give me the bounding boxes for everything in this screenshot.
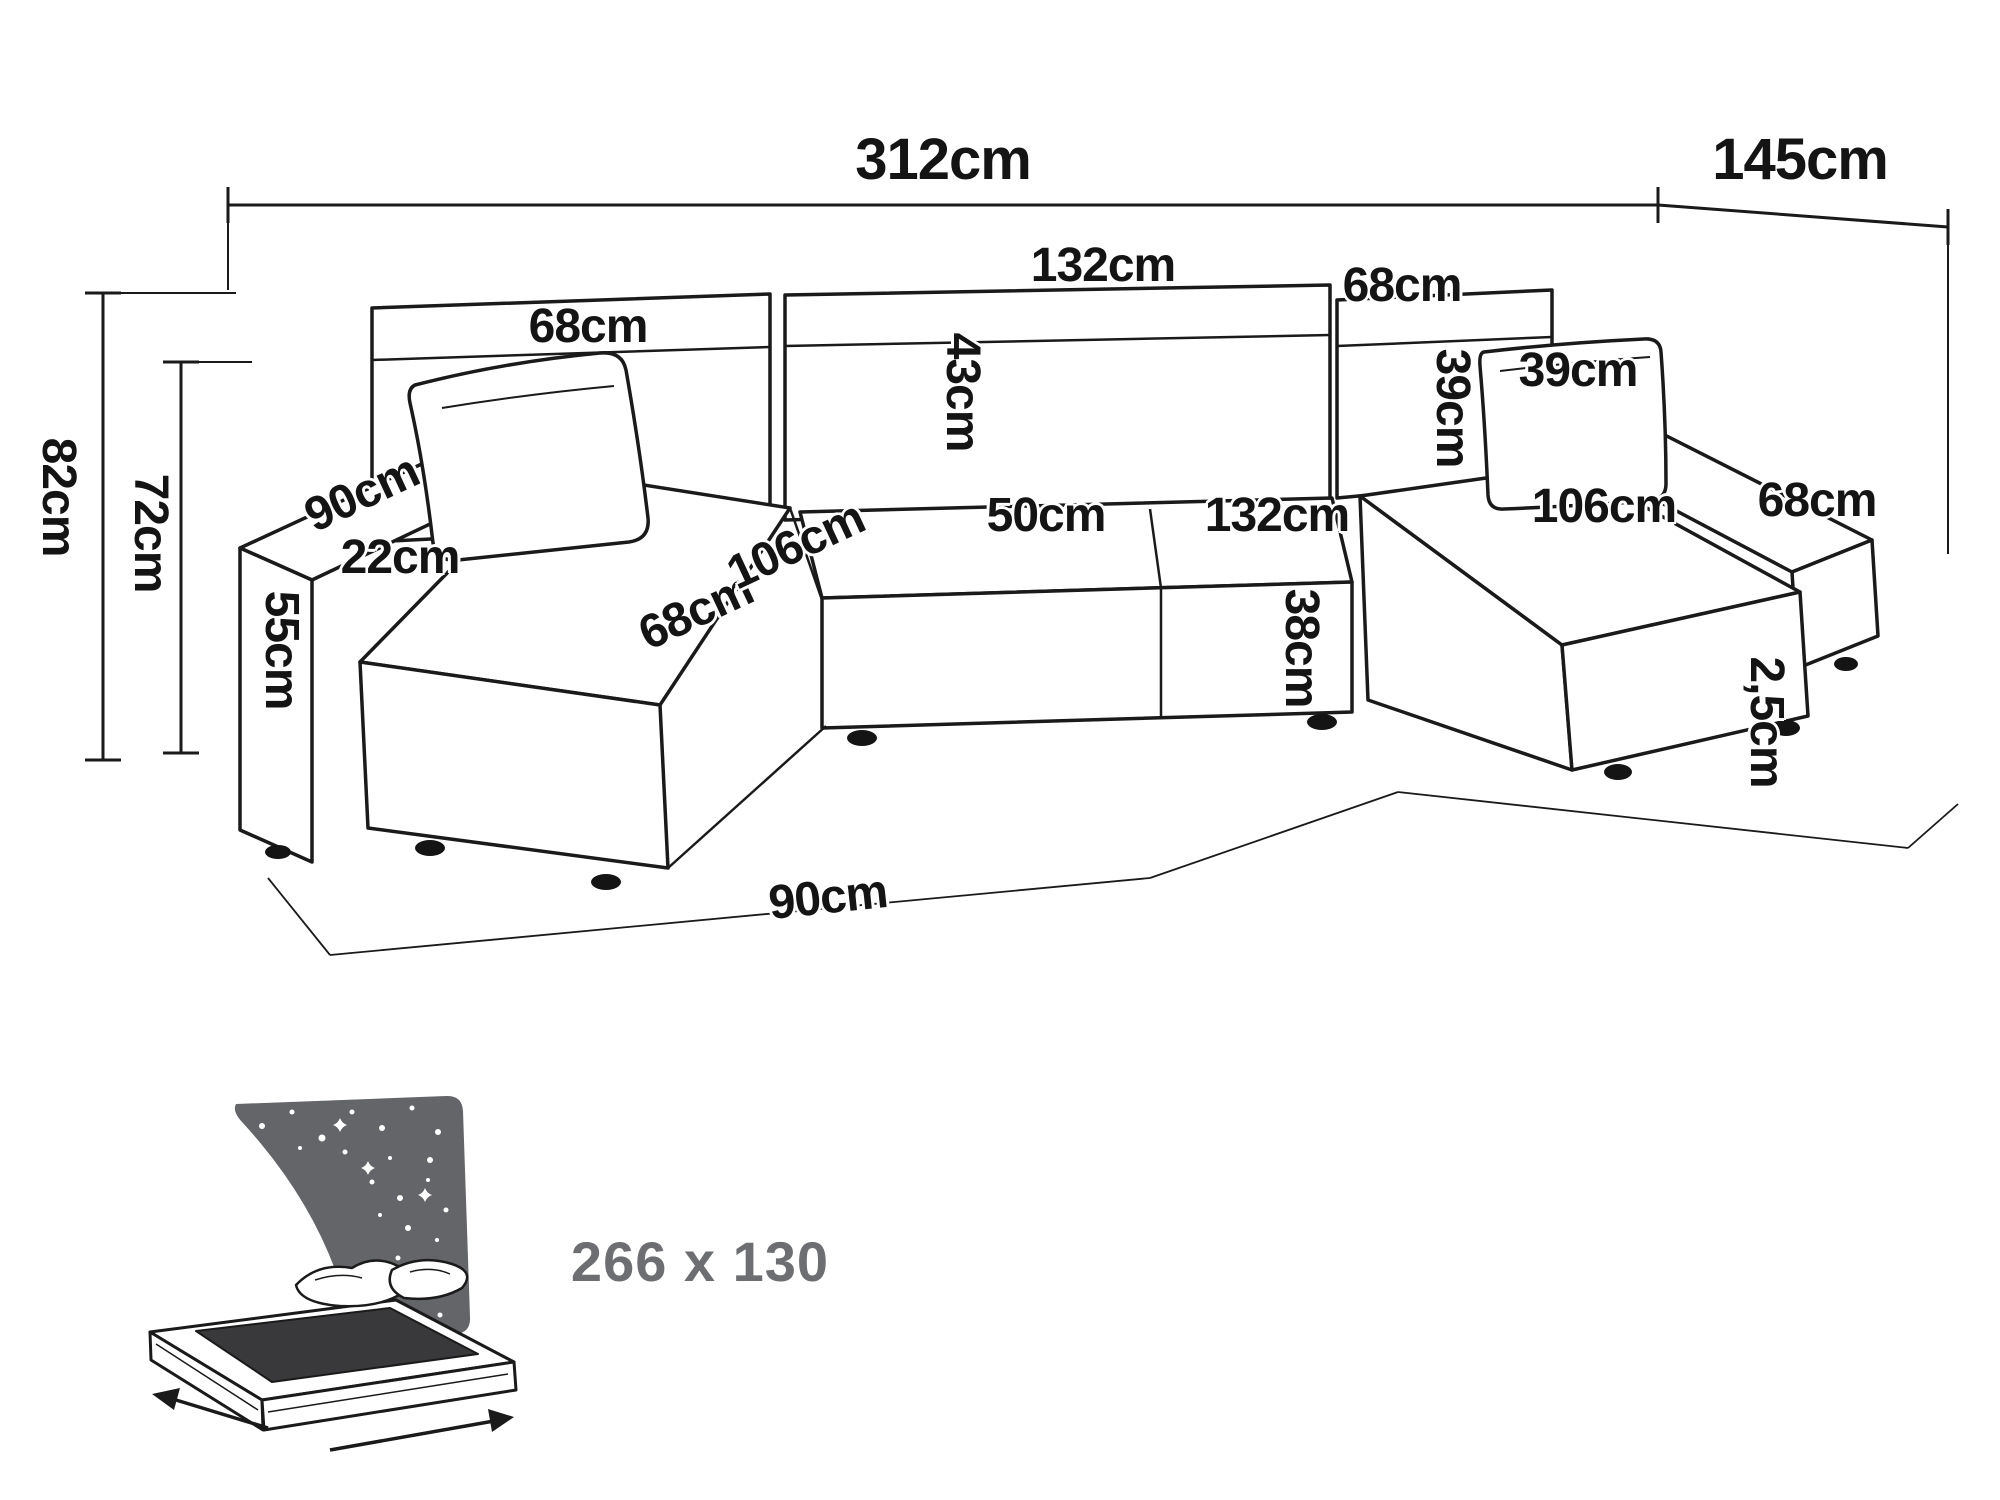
dim-middle-seat-depth: 50cm: [986, 489, 1107, 542]
dim-right-chaise-length: 106cm: [1531, 480, 1677, 533]
mattress: [148, 1298, 518, 1432]
floor-outline: [267, 791, 1959, 956]
pillow-icons: [294, 1258, 469, 1308]
middle-seat: [798, 496, 1354, 730]
dim-back-left-cushion: 68cm: [528, 300, 649, 353]
dim-back-right-cushion: 68cm: [1342, 259, 1463, 312]
dim-leg-height: 2,5cm: [1740, 656, 1793, 788]
back-pillows: [407, 337, 1668, 562]
dim-total-width: 312cm: [855, 127, 1032, 192]
dim-arm-height: 55cm: [255, 590, 308, 710]
right-chaise: [1358, 464, 1810, 772]
dim-arm-width: 22cm: [340, 531, 461, 584]
dim-seat-back-height: 72cm: [124, 473, 177, 593]
sofa-body: [238, 283, 1880, 890]
dim-pillow-width: 39cm: [1518, 344, 1639, 397]
dim-back-cushion-height: 43cm: [936, 332, 989, 452]
dim-total-height: 82cm: [32, 437, 85, 557]
sofa-feet: [265, 657, 1858, 890]
dim-seat-height: 38cm: [1275, 588, 1328, 708]
dim-pillow-height: 39cm: [1426, 348, 1479, 468]
dim-right-depth: 145cm: [1712, 127, 1889, 192]
dim-back-middle-width: 132cm: [1030, 239, 1176, 292]
bed-icon: [148, 1095, 518, 1452]
dimension-lines: [85, 187, 1950, 762]
dim-right-seat-width: 68cm: [1757, 474, 1878, 527]
left-chaise: [358, 468, 827, 870]
sleeping-area-size: 266 x 130: [570, 1230, 830, 1293]
dim-left-unit-width: 90cm: [766, 864, 890, 931]
fold-arrows: [152, 1388, 514, 1452]
dim-middle-seat-width: 132cm: [1204, 489, 1350, 542]
